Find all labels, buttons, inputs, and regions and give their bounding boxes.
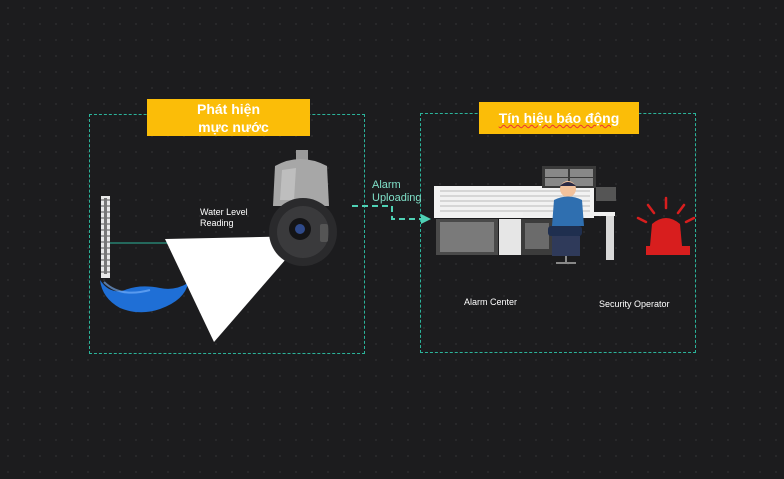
alarm-uploading-line2: Uploading: [372, 192, 422, 204]
alarm-siren-icon: [636, 196, 696, 255]
water-level-reading-line1: Water Level: [200, 207, 248, 217]
detection-banner: Phát hiện mực nước: [147, 99, 310, 136]
alarm-center-label: Alarm Center: [464, 297, 518, 307]
alarm-uploading-label: Alarm Uploading: [372, 179, 422, 205]
water-body: [100, 280, 188, 313]
ptz-camera-icon: [269, 150, 337, 266]
water-level-reading-line2: Reading: [200, 218, 234, 228]
detection-beam: [165, 236, 306, 342]
operator-desk-icon: [523, 181, 615, 264]
alarm-signal-title: Tín hiệu báo động: [498, 110, 620, 126]
detection-title-line1: Phát hiện: [196, 100, 260, 117]
water-gauge-icon: [101, 196, 110, 278]
alarm-signal-banner: Tín hiệu báo động: [479, 102, 639, 134]
monitor-wall-icon: [434, 166, 616, 255]
detection-title-line2: mực nước: [198, 118, 269, 135]
alarm-flow-arrow: [352, 205, 421, 220]
alarm-uploading-line1: Alarm: [372, 179, 401, 191]
security-operator-label: Security Operator: [599, 299, 670, 309]
water-level-reading-label: Water Level Reading: [200, 207, 248, 229]
